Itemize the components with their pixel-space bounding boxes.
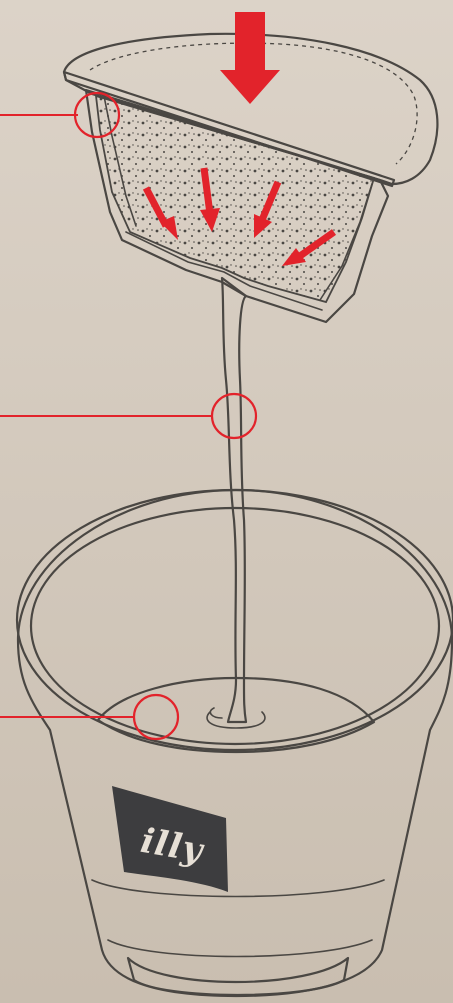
pressure-arrow-top (220, 12, 280, 104)
splash-ring-small (209, 707, 223, 719)
pressure-arrow-1 (142, 186, 178, 240)
pressure-arrow-4 (282, 229, 337, 266)
illy-logo-patch (112, 786, 228, 892)
splash-ring (206, 711, 266, 729)
cup-rim-outer (15, 488, 453, 752)
coffee-surface (96, 676, 376, 754)
cup-foot (126, 956, 350, 997)
pressure-arrows (142, 12, 337, 266)
cup-band-2 (107, 939, 373, 958)
callouts (0, 91, 258, 741)
callout-ring-stream (210, 392, 258, 440)
cup-rim-inner (29, 506, 441, 746)
callout-ring-capsule (73, 91, 121, 139)
capsule-filter-line (125, 231, 323, 311)
coffee-stream (220, 276, 248, 724)
cup (15, 488, 453, 998)
pressure-arrow-3 (254, 180, 282, 238)
pressure-arrow-2 (200, 167, 220, 232)
capsule-rim (62, 70, 396, 188)
cup-body (16, 488, 453, 998)
capsule-inner-wall (103, 95, 373, 301)
cup-band-1 (91, 879, 385, 898)
capsule-lid (62, 32, 439, 186)
callout-ring-surface (132, 693, 180, 741)
